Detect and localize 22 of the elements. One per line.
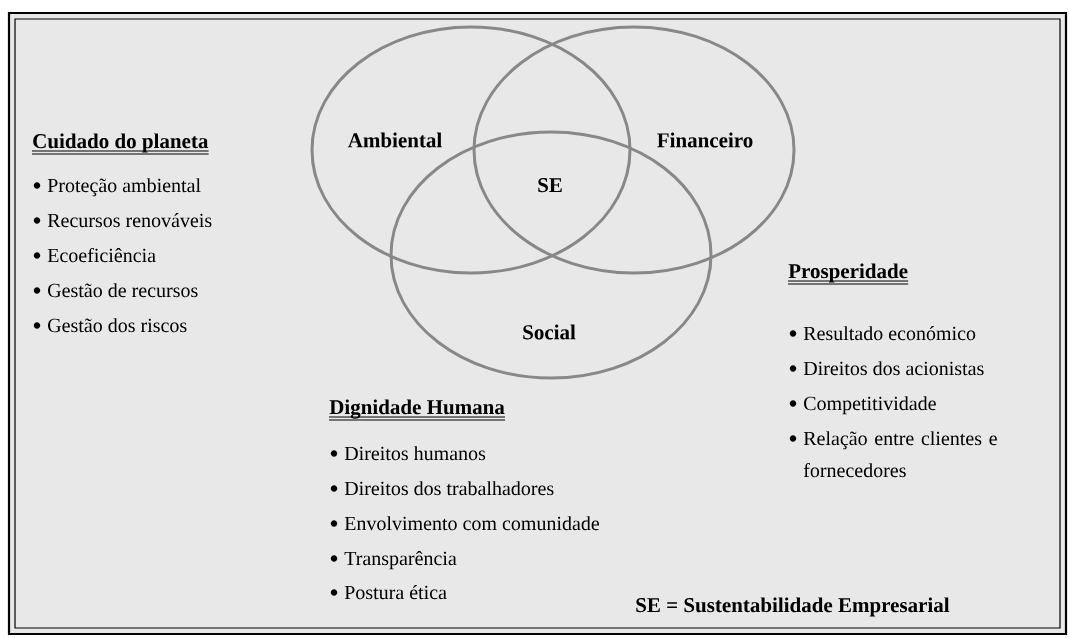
circle-label: Financeiro — [657, 132, 753, 148]
section-heading: Prosperidade — [787, 263, 909, 285]
list-item: Resultado económico — [803, 326, 976, 341]
center-label: SE — [538, 178, 562, 193]
list-item: Gestão dos riscos — [48, 318, 187, 333]
list-item: Transparência — [344, 551, 457, 570]
list-item: Direitos dos trabalhadores — [344, 481, 554, 496]
list-item: Relação entre clientes e fornecedores — [803, 431, 997, 478]
list-item: Direitos dos acionistas — [803, 361, 984, 376]
list-item: Recursos renováveis — [47, 213, 212, 228]
list-item: Direitos humanos — [344, 446, 486, 461]
list-item: Envolvimento com comunidade — [344, 516, 600, 531]
section-heading: Dignidade Humana — [328, 399, 506, 421]
list-item: Postura ética — [344, 585, 447, 600]
circle-label: Ambiental — [347, 132, 442, 148]
definition-note: SE = Sustentabilidade Empresarial — [636, 597, 950, 617]
list-item: Competitividade — [804, 396, 936, 415]
list-item: Proteção ambiental — [47, 178, 201, 197]
list-item: Ecoeficiência — [47, 247, 156, 263]
section-heading: Cuidado do planeta — [31, 133, 210, 155]
list-item: Gestão de recursos — [48, 283, 198, 298]
circle-label: Social — [523, 324, 576, 340]
